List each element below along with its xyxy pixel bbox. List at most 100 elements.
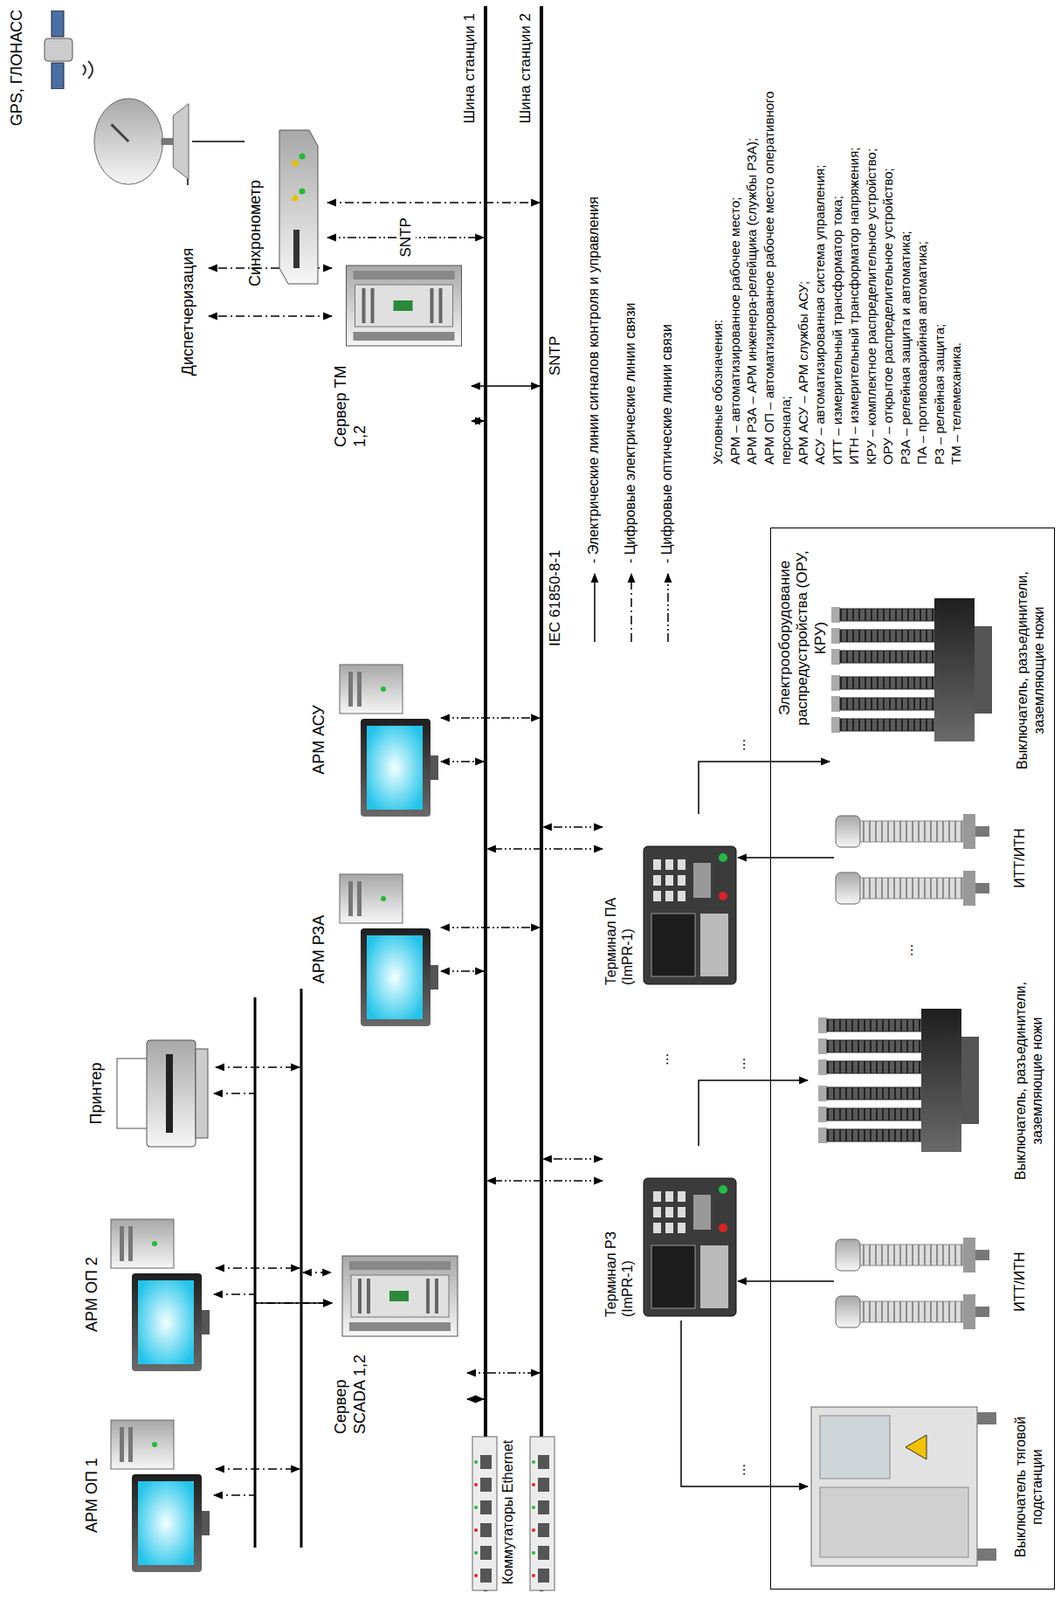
comp-symbol [110,1219,210,1372]
node-label: АРМ АСУ [310,647,330,832]
station-bus: Шина станции 1 [457,6,488,1592]
node-label: Выключатель, разъединители, заземляющие … [1013,561,1048,780]
workstation: АРМ АСУ [310,647,441,832]
node-label: Шина станции 1 [461,13,479,125]
note-line: АРМ – автоматизированное рабочее место; [726,23,745,465]
dish-symbol [94,98,189,185]
connector [698,1080,808,1146]
connector [471,385,540,387]
annotation: ... [654,1051,673,1068]
sw-illustration [471,1435,498,1592]
legend-line [667,573,669,642]
connector [208,315,332,317]
legend-line-sample [659,570,677,644]
sw-illustration [529,1435,556,1592]
term-illustration [642,845,738,986]
workstation: АРМ ОП 2 [82,1206,214,1382]
connector [737,856,834,859]
edge-label: SNTP [396,214,416,260]
connector [543,826,603,828]
term-symbol [643,1178,737,1316]
sw-symbol [530,1436,555,1591]
node-label: Терминал РЗ (ImPR-1) [602,1203,636,1317]
node-label: АРМ ОП 1 [82,1407,103,1583]
note-line: ПА – противоаварийная автоматика; [913,23,931,465]
scada-server: Сервер SCADA 1,2 [331,1250,468,1434]
node-label: Коммутаторы Ethernet [499,1431,517,1593]
connector [327,201,540,204]
node-label: Электрооборудование распредустройства (О… [776,535,830,741]
switchgear-enclosure: Электрооборудование распредустройства (О… [770,527,1055,1590]
bus-line [483,6,488,1592]
node-label: Шина станции 2 [516,13,535,125]
connector [487,847,603,850]
ethernet-switches: Коммутаторы Ethernet [468,1431,559,1593]
prn-illustration [115,1036,212,1151]
node-label: Сервер SCADA 1,2 [331,1342,370,1434]
legend-line [593,573,596,642]
annotation: ... [899,942,917,958]
connector [471,420,484,422]
node-label: ИТТ/ИТН [1011,1212,1028,1352]
node-label: ИТТ/ИТН [1011,788,1028,929]
legend-text: - Цифровые оптические линии связи [658,323,676,564]
switching-equipment: Выключатель, разъединители, заземляющие … [829,561,1050,780]
note-line: АРМ РЗА – АРМ инженера-релейщика (службы… [743,23,761,465]
comp-symbol [339,874,439,1027]
connector [213,1294,332,1303]
legend-text: - Цифровые электрические линии связи [621,303,639,564]
node-label: GPS, ГЛОНАСС [7,9,28,126]
ct-symbol [835,814,990,907]
node-label: Диспетчеризация [179,228,199,395]
comp-symbol [110,1419,210,1572]
annotation: IEC 61850-8-1 [546,547,565,648]
connector [440,970,484,972]
comp-illustration [109,1416,212,1574]
node-label: Синхронометр [246,179,266,287]
connector [543,1157,603,1160]
legend-line-sample [622,570,641,644]
note-line: АСУ – автоматизированная система управле… [811,23,829,465]
srv-symbol [342,1255,458,1337]
ct-illustration [833,797,992,920]
workstation: АРМ ОП 1 [82,1407,214,1583]
connector [440,716,540,719]
sw-symbol [472,1436,497,1591]
protection-terminal: Терминал ПА (ImPR-1) [602,813,738,989]
term-symbol [643,846,737,985]
note-line: РЗА – релейная защита и автоматика; [896,23,915,465]
dish-illustration [87,89,191,194]
note-line: ОРУ – открытое распределительное устройс… [879,23,897,465]
legend-line [630,573,633,642]
legend-row: - Электрические линии сигналов контроля … [583,14,607,644]
legend-row: - Цифровые оптические линии связи [656,14,680,644]
srv-illustration [340,261,468,350]
node-label: Терминал ПА (ImPR-1) [602,871,636,986]
ct-symbol [835,1238,990,1330]
note-line: ИТН – измерительный трансформатор напряж… [845,23,863,465]
note-line: АРМ АСУ – АРМ службы АСУ; [794,23,813,465]
brk-symbol [831,599,993,743]
node-label: АРМ ОП 2 [82,1206,103,1382]
sat-illustration [34,10,96,90]
legend-row: - Цифровые электрические линии связи [620,14,643,644]
gps-source: GPS, ГЛОНАСС [4,6,193,212]
station-bus: Шина станции 2 [513,6,544,1592]
ct-illustration [833,1220,992,1344]
instrument-transformers: ИТТ/ИТН [833,788,1031,929]
cab-illustration [807,1404,1000,1571]
srv-symbol [346,265,462,346]
comp-illustration [337,870,441,1028]
legend-text: - Электрические линии сигналов контроля … [585,196,602,564]
sync-symbol [279,130,318,284]
connector [467,1371,540,1374]
local-network-bus [254,988,302,1548]
note-line: ИТТ – измерительный трансформатор тока; [828,23,847,465]
protection-terminal: Терминал РЗ (ImPR-1) [602,1145,738,1321]
node-label: Сервер ТМ 1,2 [331,355,370,448]
note-line: АРМ ОП – автоматизированное рабочее мест… [760,23,795,465]
brk-illustration [829,574,996,767]
annotation: SNTP [546,334,565,378]
brk-illustration [807,985,992,1178]
